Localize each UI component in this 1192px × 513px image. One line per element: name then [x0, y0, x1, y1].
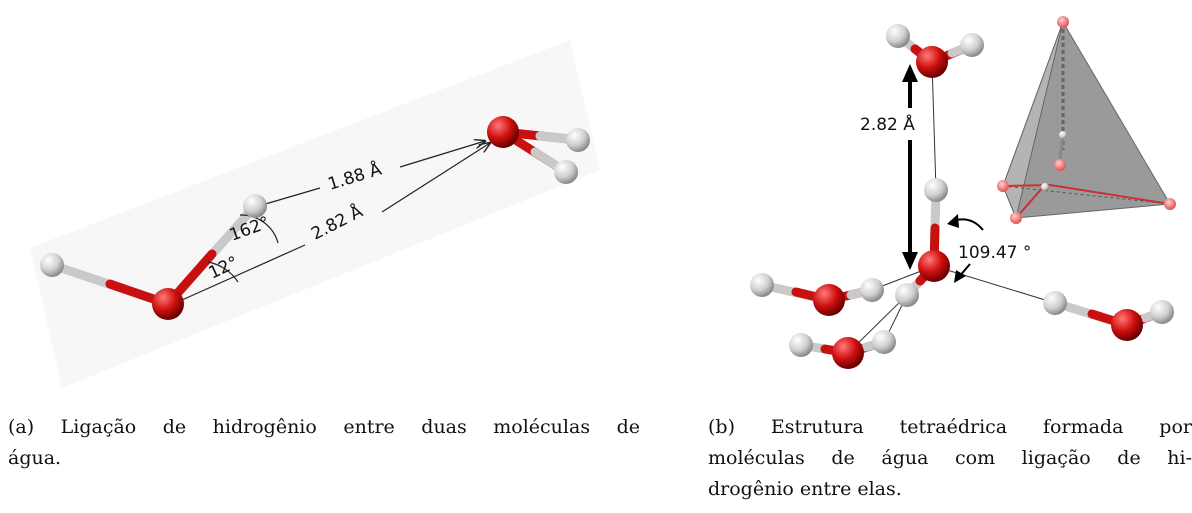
hydrogen-atom: [1150, 300, 1174, 324]
oxygen-atom: [916, 46, 948, 78]
vertex-oxygen: [1164, 198, 1176, 210]
oxygen-atom: [1111, 309, 1143, 341]
caption-line: (a) Ligação de hidrogênio entre duas mol…: [8, 416, 640, 438]
caption-b: (b) Estrutura tetraédrica formada por mo…: [708, 412, 1192, 505]
angle-arc-12: [207, 261, 239, 283]
hydrogen-atom: [860, 278, 884, 302]
center-oxygen: [1054, 159, 1066, 171]
dimer-figure: 1.88 Å 2.82 Å 162° 12°: [30, 40, 600, 388]
hydrogen-atom: [789, 333, 813, 357]
shade-background: [30, 40, 600, 388]
oxygen-atom: [487, 116, 519, 148]
tetrahedron-inset: [997, 16, 1176, 224]
hydrogen-atom: [750, 273, 774, 297]
tetrahedral-angle-label: 109.47 °: [958, 243, 1031, 263]
hydrogen-atom: [1043, 291, 1067, 315]
hydrogen-atom: [924, 178, 948, 202]
caption-a: (a) Ligação de hidrogênio entre duas mol…: [8, 412, 640, 474]
angle-arrowhead: [954, 270, 966, 283]
tetrahedral-figure: 2.82 Å 109.47 °: [750, 16, 1176, 369]
hydrogen-atom: [243, 194, 267, 218]
hydrogen-atom: [40, 253, 64, 277]
hydrogen-atom: [1059, 131, 1067, 139]
vertex-oxygen: [997, 180, 1009, 192]
bond: [1050, 298, 1167, 330]
caption-line: moléculas de água com ligação de hi-: [708, 447, 1192, 469]
hydrogen-atom: [872, 330, 896, 354]
caption-line: (b) Estrutura tetraédrica formada por: [708, 416, 1192, 438]
hbond-distance-arrow: [262, 141, 485, 205]
oxygen-atom: [813, 284, 845, 316]
vertex-oxygen: [1057, 16, 1069, 28]
oo-distance-label: 2.82 Å: [860, 113, 915, 135]
caption-line: drogênio entre elas.: [708, 478, 902, 500]
hydrogen-atom: [566, 128, 590, 152]
angle-arrowhead: [947, 214, 959, 228]
caption-line: água.: [8, 447, 62, 469]
hydrogen-atom: [886, 24, 910, 48]
oxygen-atom: [152, 288, 184, 320]
panel-b-tetrahedral-structure: 2.82 Å 109.47 °: [700, 0, 1192, 513]
hydrogen-atom: [1041, 183, 1049, 191]
hydrogen-atom: [895, 283, 919, 307]
angle-arc-162: [239, 214, 279, 244]
panel-a-hbond-dimer: 1.88 Å 2.82 Å 162° 12°: [30, 40, 600, 388]
oxygen-atom-central: [918, 250, 950, 282]
vertex-oxygen: [1010, 212, 1022, 224]
oxygen-atom: [832, 337, 864, 369]
oo-distance-arrow: [182, 143, 490, 300]
oo-distance-arrow: [902, 64, 918, 270]
hydrogen-atom: [960, 33, 984, 57]
hydrogen-atom: [554, 160, 578, 184]
